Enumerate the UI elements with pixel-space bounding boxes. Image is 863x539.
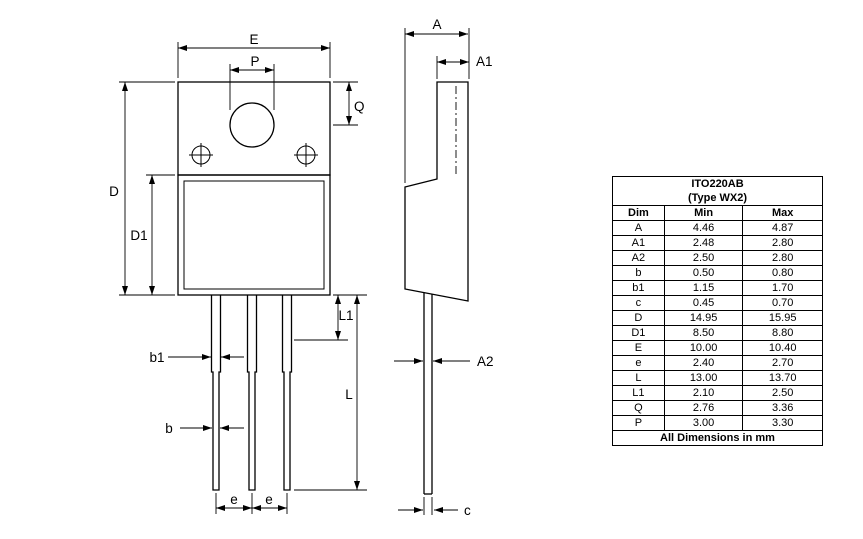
dim-label-L: L (345, 387, 353, 402)
pilot-hole-right-icon (294, 143, 318, 167)
dim-cell: E (612, 340, 665, 356)
max-cell: 1.70 (742, 280, 823, 296)
dim-label-Q: Q (354, 99, 365, 114)
lead-2 (246, 295, 258, 491)
dim-cell: L (612, 370, 665, 386)
col-header-max: Max (742, 205, 823, 221)
min-cell: 1.15 (663, 280, 744, 296)
min-cell: 2.48 (663, 235, 744, 251)
table-title-row: ITO220AB (Type WX2) (612, 176, 823, 206)
min-cell: 3.00 (663, 415, 744, 431)
lead-1 (210, 295, 222, 491)
min-cell: 13.00 (663, 370, 744, 386)
dim-cell: b (612, 265, 665, 281)
table-header-row: Dim Min Max (612, 205, 823, 221)
dim-label-e-right: e (265, 492, 273, 507)
dim-cell: A1 (612, 235, 665, 251)
lead-3 (281, 295, 293, 491)
table-footer: All Dimensions in mm (612, 430, 823, 446)
pilot-hole-left-icon (189, 143, 213, 167)
package-body (177, 174, 331, 296)
package-name: ITO220AB (691, 178, 744, 190)
table-title: ITO220AB (Type WX2) (612, 176, 823, 206)
side-view (404, 81, 469, 495)
dim-cell: L1 (612, 385, 665, 401)
min-cell: 2.10 (663, 385, 744, 401)
max-cell: 8.80 (742, 325, 823, 341)
side-profile (404, 81, 469, 302)
package-type: (Type WX2) (687, 192, 748, 204)
col-header-dim: Dim (612, 205, 665, 221)
dim-label-P: P (250, 54, 259, 69)
dim-cell: D1 (612, 325, 665, 341)
table-footer-row: All Dimensions in mm (612, 430, 823, 446)
dim-label-L1: L1 (338, 308, 353, 323)
dim-label-A2: A2 (477, 354, 494, 369)
max-cell: 3.36 (742, 400, 823, 416)
dim-cell: D (612, 310, 665, 326)
dim-cell: A2 (612, 250, 665, 266)
max-cell: 10.40 (742, 340, 823, 356)
dim-cell: c (612, 295, 665, 311)
dim-cell: P (612, 415, 665, 431)
dim-cell: A (612, 220, 665, 236)
min-cell: 0.50 (663, 265, 744, 281)
dim-cell: e (612, 355, 665, 371)
dim-label-D1: D1 (130, 228, 147, 243)
min-cell: 14.95 (663, 310, 744, 326)
dim-label-A: A (432, 17, 441, 32)
dimension-labels: E P Q D D1 L1 L b1 b e e A A1 A2 c (109, 17, 493, 518)
max-cell: 4.87 (742, 220, 823, 236)
dim-cell: b1 (612, 280, 665, 296)
col-header-min: Min (663, 205, 744, 221)
dim-label-A1: A1 (476, 54, 493, 69)
max-cell: 2.80 (742, 250, 823, 266)
dim-cell: Q (612, 400, 665, 416)
max-cell: 2.50 (742, 385, 823, 401)
min-cell: 2.50 (663, 250, 744, 266)
max-cell: 15.95 (742, 310, 823, 326)
mounting-hole (229, 102, 275, 148)
min-cell: 10.00 (663, 340, 744, 356)
min-cell: 2.40 (663, 355, 744, 371)
dim-label-b1: b1 (149, 350, 164, 365)
min-cell: 4.46 (663, 220, 744, 236)
max-cell: 0.80 (742, 265, 823, 281)
min-cell: 0.45 (663, 295, 744, 311)
dim-label-b: b (165, 421, 173, 436)
dim-label-E: E (249, 32, 258, 47)
dim-label-c: c (464, 503, 471, 518)
max-cell: 2.80 (742, 235, 823, 251)
min-cell: 2.76 (663, 400, 744, 416)
max-cell: 3.30 (742, 415, 823, 431)
dim-label-D: D (109, 184, 119, 199)
dimension-lines (119, 28, 470, 515)
dim-label-e-left: e (230, 492, 238, 507)
max-cell: 0.70 (742, 295, 823, 311)
side-lead (423, 292, 433, 495)
max-cell: 13.70 (742, 370, 823, 386)
package-body-inner (183, 180, 325, 290)
min-cell: 8.50 (663, 325, 744, 341)
front-view (177, 81, 331, 491)
max-cell: 2.70 (742, 355, 823, 371)
